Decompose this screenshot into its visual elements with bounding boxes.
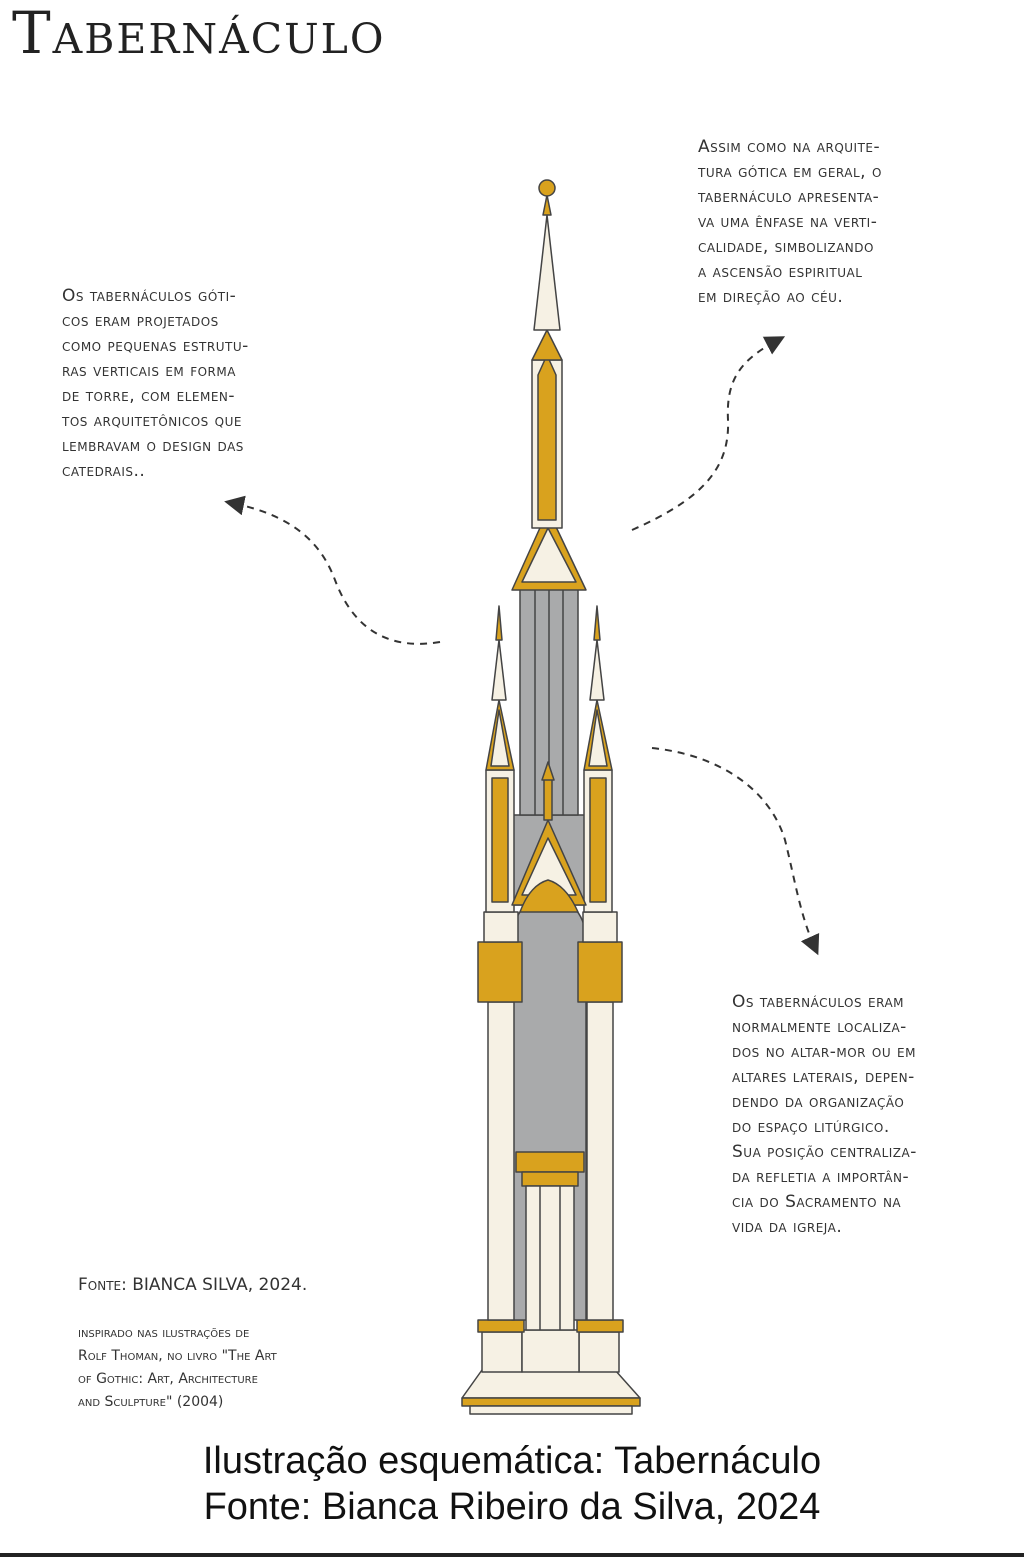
source-credit: Fonte: BIANCA SILVA, 2024. — [78, 1275, 308, 1295]
central-gable — [511, 761, 587, 913]
main-spire — [511, 179, 587, 591]
tabernacle-base — [461, 1319, 641, 1415]
figure-caption-source: Fonte: Bianca Ribeiro da Silva, 2024 — [203, 1486, 821, 1528]
arrow-left — [224, 495, 441, 645]
right-column — [577, 911, 623, 1321]
annotation-top-right: Assim como na arquite- tura gótica em ge… — [698, 137, 882, 307]
left-pinnacle — [485, 605, 515, 913]
page-title: Tabernáculo — [12, 0, 386, 67]
bottom-divider — [0, 1553, 1024, 1557]
arrow-bottom-right — [651, 747, 820, 956]
central-shafts — [519, 584, 579, 816]
annotation-bottom-right: Os tabernáculos eram normalmente localiz… — [732, 992, 917, 1237]
right-pinnacle — [583, 605, 613, 913]
arrow-top-right — [631, 336, 786, 531]
inner-pedestal — [515, 1151, 585, 1331]
figure-caption-title: Ilustração esquemática: Tabernáculo — [202, 1440, 822, 1482]
inspiration-credit: inspirado nas ilustrações de Rolf Thoman… — [78, 1325, 277, 1410]
left-column — [477, 911, 523, 1321]
tabernacle-illustration — [224, 179, 820, 1415]
annotation-left: Os tabernáculos góti- cos eram projetado… — [62, 286, 249, 481]
